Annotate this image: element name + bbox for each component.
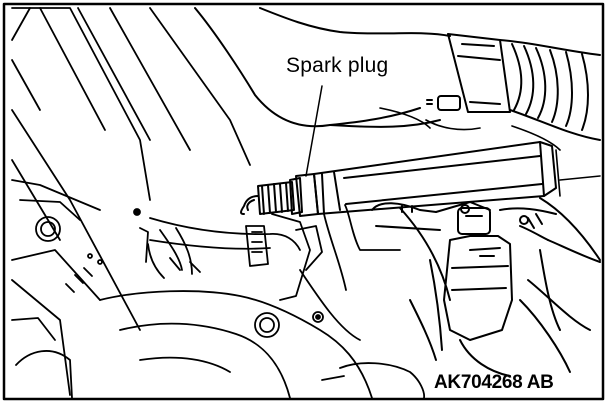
spark-plug-tool <box>240 141 557 217</box>
ignition-coil <box>371 197 601 377</box>
spark-plug-label: Spark plug <box>286 54 389 77</box>
engine-block <box>11 7 251 399</box>
figure-code: AK704268 AB <box>434 372 554 393</box>
lower-engine-parts <box>99 204 425 399</box>
background-contours <box>379 107 601 197</box>
figure-frame <box>2 2 605 401</box>
callout-leader <box>305 85 323 177</box>
intake-hose <box>194 7 601 141</box>
